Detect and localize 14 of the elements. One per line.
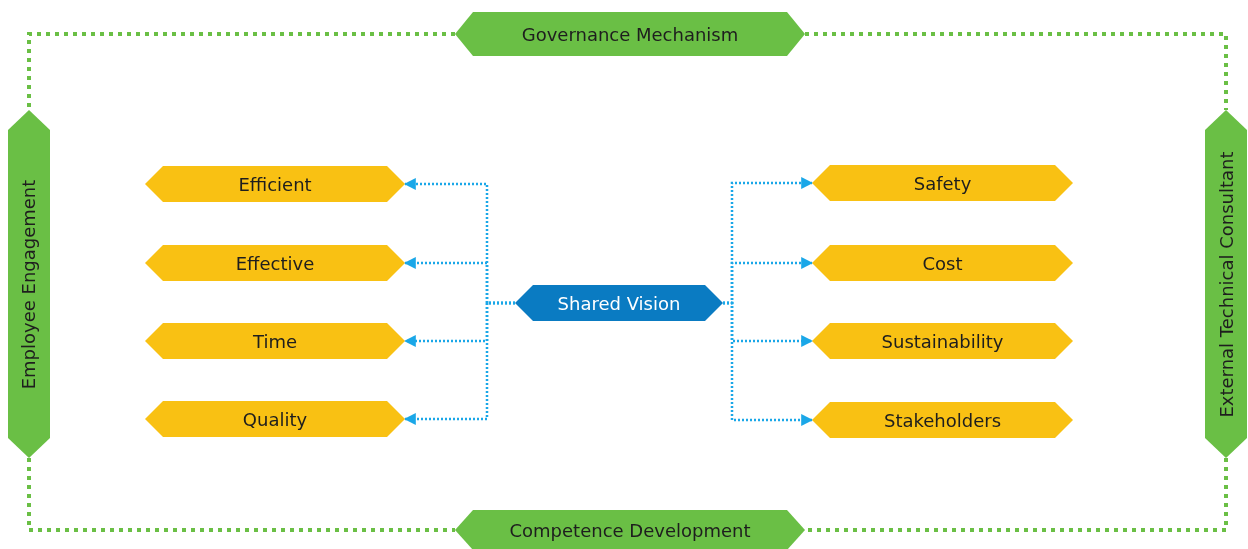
node-label: Shared Vision [557, 292, 681, 314]
node-label: Safety [913, 172, 972, 194]
node-label: Cost [922, 252, 963, 274]
node-label: Quality [242, 408, 308, 430]
connector-arrow [403, 301, 515, 425]
node-label: Employee Engagement [18, 179, 40, 389]
node-label: Competence Development [509, 519, 751, 541]
node-label: Effective [235, 252, 315, 274]
node-label: Stakeholders [883, 409, 1002, 431]
node-label: Sustainability [881, 330, 1004, 352]
node-label: External Technical Consultant [1215, 150, 1237, 418]
node-label: Time [252, 330, 298, 352]
node-label: Governance Mechanism [521, 23, 739, 45]
node-label: Efficient [238, 173, 312, 195]
